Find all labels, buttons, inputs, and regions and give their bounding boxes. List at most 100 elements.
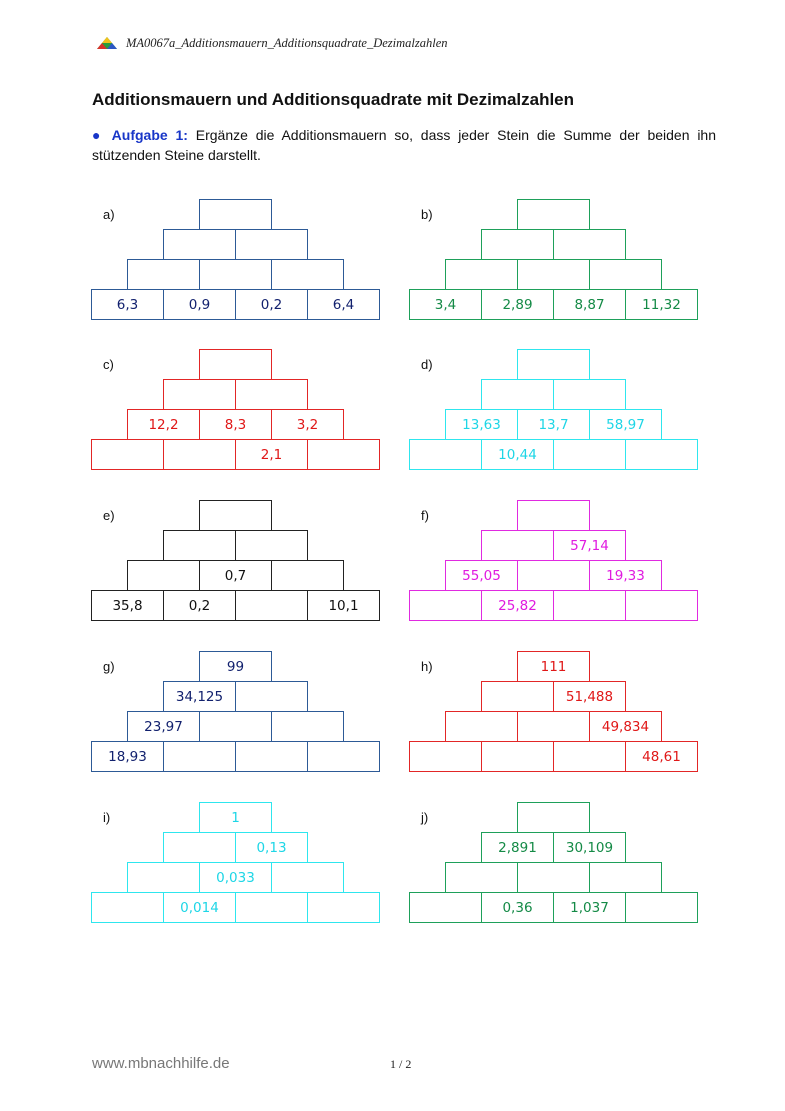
wall-label: c) bbox=[103, 357, 114, 372]
wall-brick: 19,33 bbox=[589, 560, 662, 591]
wall-brick: 58,97 bbox=[589, 409, 662, 440]
wall-brick[interactable] bbox=[553, 379, 626, 410]
wall-brick[interactable] bbox=[199, 711, 272, 742]
wall-brick[interactable] bbox=[517, 259, 590, 290]
page-title: Additionsmauern und Additionsquadrate mi… bbox=[92, 90, 575, 109]
wall-brick[interactable] bbox=[271, 862, 344, 893]
wall-brick[interactable] bbox=[163, 439, 236, 470]
wall-brick[interactable] bbox=[589, 259, 662, 290]
wall-brick: 2,1 bbox=[235, 439, 308, 470]
wall-brick[interactable] bbox=[307, 439, 380, 470]
wall-brick[interactable] bbox=[409, 590, 482, 621]
wall-brick: 10,44 bbox=[481, 439, 554, 470]
wall-brick[interactable] bbox=[199, 199, 272, 230]
wall-brick[interactable] bbox=[409, 892, 482, 923]
wall-brick: 0,014 bbox=[163, 892, 236, 923]
wall-brick[interactable] bbox=[127, 560, 200, 591]
wall-brick[interactable] bbox=[163, 379, 236, 410]
wall-brick[interactable] bbox=[445, 711, 518, 742]
wall-brick[interactable] bbox=[235, 229, 308, 260]
wall-brick[interactable] bbox=[445, 862, 518, 893]
wall-brick: 48,61 bbox=[625, 741, 698, 772]
wall-brick[interactable] bbox=[517, 500, 590, 531]
document-header: MA0067a_Additionsmauern_Additionsquadrat… bbox=[96, 34, 448, 52]
wall-brick: 49,834 bbox=[589, 711, 662, 742]
wall-brick: 8,87 bbox=[553, 289, 626, 320]
wall-brick[interactable] bbox=[481, 379, 554, 410]
wall-label: g) bbox=[103, 659, 115, 674]
wall-brick[interactable] bbox=[271, 560, 344, 591]
wall-brick[interactable] bbox=[517, 802, 590, 833]
wall-brick[interactable] bbox=[553, 229, 626, 260]
wall-brick[interactable] bbox=[517, 199, 590, 230]
wall-brick[interactable] bbox=[163, 229, 236, 260]
wall-brick[interactable] bbox=[409, 741, 482, 772]
wall-brick[interactable] bbox=[481, 229, 554, 260]
wall-brick: 6,4 bbox=[307, 289, 380, 320]
wall-brick[interactable] bbox=[235, 741, 308, 772]
wall-brick: 55,05 bbox=[445, 560, 518, 591]
wall-brick[interactable] bbox=[163, 741, 236, 772]
wall-brick[interactable] bbox=[517, 349, 590, 380]
wall-brick: 1,037 bbox=[553, 892, 626, 923]
wall-brick[interactable] bbox=[199, 500, 272, 531]
wall-brick[interactable] bbox=[235, 892, 308, 923]
wall-brick[interactable] bbox=[307, 741, 380, 772]
wall-brick[interactable] bbox=[127, 862, 200, 893]
wall-brick: 13,7 bbox=[517, 409, 590, 440]
wall-label: b) bbox=[421, 207, 433, 222]
wall-brick[interactable] bbox=[235, 681, 308, 712]
wall-brick: 2,89 bbox=[481, 289, 554, 320]
wall-brick[interactable] bbox=[445, 259, 518, 290]
wall-brick: 3,2 bbox=[271, 409, 344, 440]
wall-label: f) bbox=[421, 508, 429, 523]
wall-label: a) bbox=[103, 207, 115, 222]
wall-brick[interactable] bbox=[271, 259, 344, 290]
wall-brick[interactable] bbox=[625, 439, 698, 470]
wall-brick: 10,1 bbox=[307, 590, 380, 621]
wall-brick[interactable] bbox=[589, 862, 662, 893]
wall-brick[interactable] bbox=[235, 590, 308, 621]
wall-brick[interactable] bbox=[307, 892, 380, 923]
wall-brick: 11,32 bbox=[625, 289, 698, 320]
wall-brick[interactable] bbox=[91, 439, 164, 470]
wall-brick: 0,033 bbox=[199, 862, 272, 893]
wall-brick: 0,36 bbox=[481, 892, 554, 923]
wall-brick[interactable] bbox=[517, 862, 590, 893]
wall-brick[interactable] bbox=[127, 259, 200, 290]
wall-brick[interactable] bbox=[271, 711, 344, 742]
page-number: 1 / 2 bbox=[390, 1057, 412, 1071]
wall-brick[interactable] bbox=[409, 439, 482, 470]
wall-brick[interactable] bbox=[235, 530, 308, 561]
task-description: ● Aufgabe 1: Ergänze die Additionsmauern… bbox=[92, 125, 716, 165]
wall-label: e) bbox=[103, 508, 115, 523]
wall-label: d) bbox=[421, 357, 433, 372]
wall-brick[interactable] bbox=[481, 530, 554, 561]
wall-brick: 57,14 bbox=[553, 530, 626, 561]
task-text: Ergänze die Additionsmauern so, dass jed… bbox=[92, 127, 716, 163]
wall-brick[interactable] bbox=[553, 590, 626, 621]
wall-brick[interactable] bbox=[163, 832, 236, 863]
wall-brick: 99 bbox=[199, 651, 272, 682]
wall-brick[interactable] bbox=[199, 259, 272, 290]
task-label: ● Aufgabe 1: bbox=[92, 127, 188, 143]
wall-brick: 8,3 bbox=[199, 409, 272, 440]
wall-brick: 6,3 bbox=[91, 289, 164, 320]
wall-brick[interactable] bbox=[625, 892, 698, 923]
wall-brick: 13,63 bbox=[445, 409, 518, 440]
wall-brick[interactable] bbox=[517, 711, 590, 742]
wall-brick[interactable] bbox=[553, 439, 626, 470]
wall-brick[interactable] bbox=[625, 590, 698, 621]
wall-brick[interactable] bbox=[91, 892, 164, 923]
wall-brick[interactable] bbox=[481, 681, 554, 712]
wall-brick[interactable] bbox=[553, 741, 626, 772]
wall-brick[interactable] bbox=[235, 379, 308, 410]
document-file-title: MA0067a_Additionsmauern_Additionsquadrat… bbox=[126, 35, 448, 50]
wall-brick[interactable] bbox=[163, 530, 236, 561]
wall-brick[interactable] bbox=[517, 560, 590, 591]
wall-brick[interactable] bbox=[199, 349, 272, 380]
wall-brick[interactable] bbox=[481, 741, 554, 772]
footer-url: www.mbnachhilfe.de bbox=[92, 1055, 230, 1072]
wall-brick: 0,2 bbox=[163, 590, 236, 621]
wall-label: h) bbox=[421, 659, 433, 674]
